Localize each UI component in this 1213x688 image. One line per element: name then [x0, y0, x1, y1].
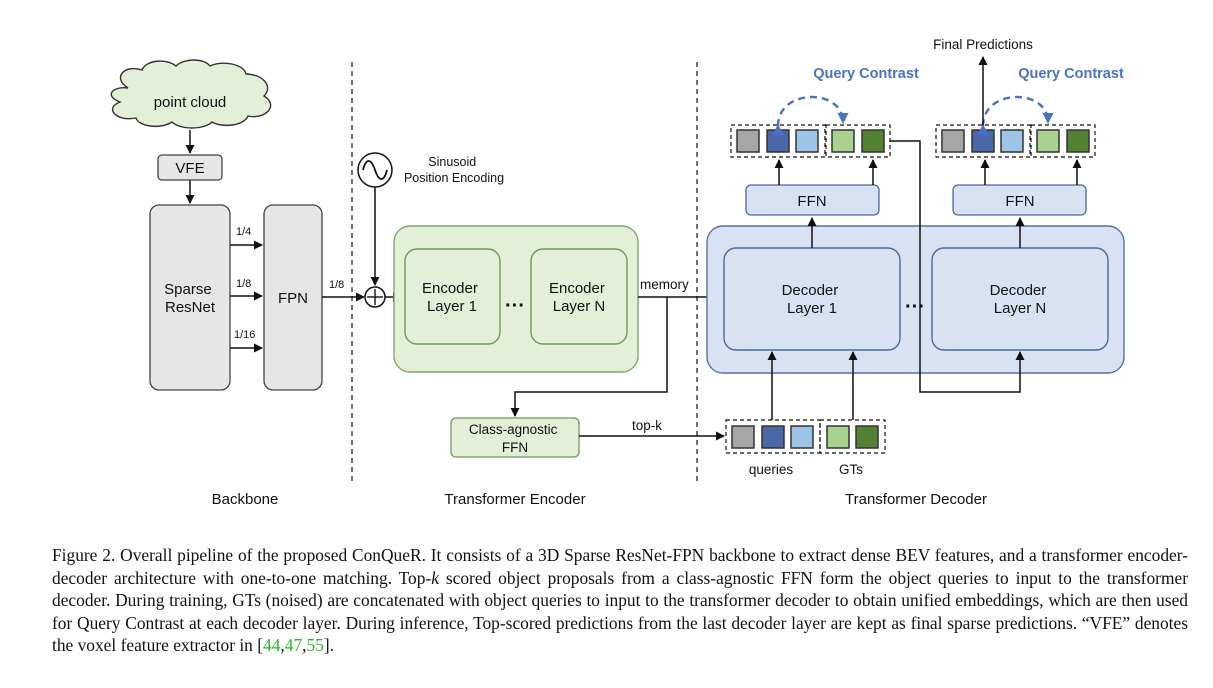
- point-cloud-label: point cloud: [154, 94, 227, 111]
- gts-label: GTs: [839, 462, 863, 477]
- final-predictions-label: Final Predictions: [933, 37, 1033, 52]
- decoder-ellipsis: ···: [905, 296, 925, 318]
- ffn-box-1: [745, 184, 880, 216]
- caption-k: k: [431, 567, 439, 588]
- citation-link[interactable]: 44: [263, 635, 281, 656]
- sinusoid-icon: [357, 152, 393, 188]
- encoder-layer-1-label: Encoder Layer 1: [422, 280, 482, 315]
- encoder-ellipsis: ···: [505, 295, 525, 317]
- encoder-layer-1-box: [404, 248, 501, 345]
- encoder-layer-n-box: [530, 248, 628, 345]
- fpn-out-scale: 1/8: [329, 279, 344, 291]
- output-token: [831, 129, 855, 153]
- output-token: [795, 129, 819, 153]
- output-token: [861, 129, 885, 153]
- pipeline-figure: point cloud VFE Sparse ResNet 1/4 1/8 1/…: [110, 37, 1125, 508]
- sinusoid-label: Sinusoid Position Encoding: [404, 155, 504, 185]
- scale-1-8: 1/8: [236, 278, 251, 290]
- ffn-box-n: [952, 184, 1087, 216]
- ffn-label-n: FFN: [1005, 193, 1034, 210]
- section-label-decoder: Transformer Decoder: [845, 491, 987, 508]
- output-token: [971, 129, 995, 153]
- caption-text-1: Overall pipeline of the proposed ConQueR…: [52, 545, 1188, 588]
- caption-label: Figure 2.: [52, 545, 116, 566]
- output-token: [1000, 129, 1024, 153]
- figure-caption: Figure 2. Overall pipeline of the propos…: [52, 545, 1188, 656]
- query-token: [761, 425, 785, 449]
- query-contrast-arrow-1: [772, 95, 849, 136]
- add-icon: [364, 286, 386, 308]
- scale-1-4: 1/4: [236, 226, 251, 238]
- query-contrast-arrow-n: [977, 95, 1054, 136]
- output-token: [1036, 129, 1060, 153]
- topk-label: top-k: [632, 418, 662, 433]
- vfe-label: VFE: [175, 160, 204, 177]
- decoder-layer-1-label: Decoder Layer 1: [782, 282, 843, 317]
- citation-link[interactable]: 55: [306, 635, 324, 656]
- class-agnostic-ffn-label: Class-agnostic FFN: [469, 422, 561, 455]
- section-label-encoder: Transformer Encoder: [444, 491, 585, 508]
- query-token: [790, 425, 814, 449]
- scale-1-16: 1/16: [234, 329, 255, 341]
- gt-token: [826, 425, 850, 449]
- sparse-resnet-label: Sparse ResNet: [164, 281, 216, 316]
- query-token: [731, 425, 755, 449]
- memory-label: memory: [640, 277, 689, 292]
- point-cloud-icon: [110, 59, 272, 129]
- citation-link[interactable]: 47: [284, 635, 303, 656]
- decoder-layer-n-box: [931, 247, 1109, 351]
- decoder-layer-n-label: Decoder Layer N: [990, 282, 1051, 317]
- ffn-label-1: FFN: [797, 193, 826, 210]
- class-agnostic-ffn-box: [450, 417, 580, 458]
- sparse-resnet-box: [149, 204, 231, 391]
- output-token: [736, 129, 760, 153]
- output-token: [941, 129, 965, 153]
- queries-label: queries: [749, 462, 794, 477]
- output-token: [1066, 129, 1090, 153]
- caption-text-2: scored object proposals from a class-agn…: [52, 567, 1188, 656]
- query-contrast-label-1: Query Contrast: [813, 66, 919, 82]
- output-gt-group-n: [1030, 124, 1096, 158]
- output-token: [766, 129, 790, 153]
- fpn-label: FPN: [278, 290, 308, 307]
- section-label-backbone: Backbone: [212, 491, 279, 508]
- decoder-layer-1-box: [723, 247, 901, 351]
- query-contrast-label-n: Query Contrast: [1018, 66, 1124, 82]
- gt-token: [855, 425, 879, 449]
- encoder-layer-n-label: Encoder Layer N: [549, 280, 609, 315]
